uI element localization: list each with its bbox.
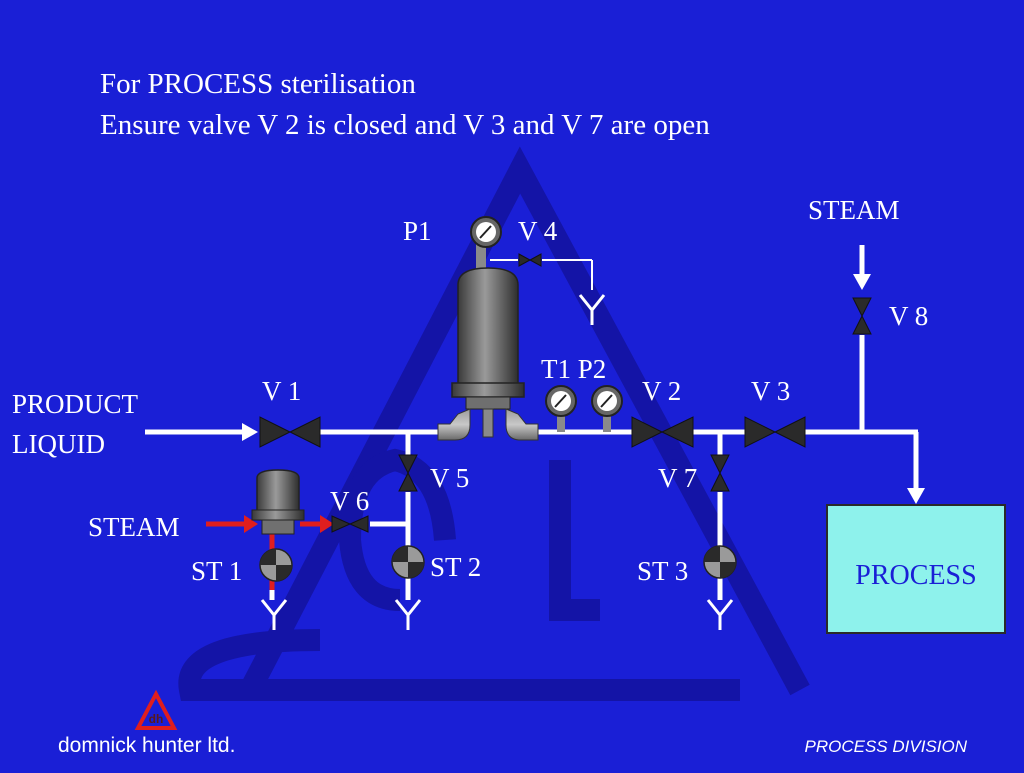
steam-trap-st2-icon xyxy=(391,545,425,579)
valve-v8-icon xyxy=(852,297,872,335)
flow-arrows xyxy=(145,274,925,590)
filter-housing-steam xyxy=(251,469,305,535)
valves-horizontal xyxy=(259,253,806,533)
label-steam-left: STEAM xyxy=(88,512,180,542)
watermark-logo xyxy=(178,146,810,701)
valve-v2-icon xyxy=(631,416,694,448)
label-st2: ST 2 xyxy=(430,552,482,582)
steam-left-arrow xyxy=(244,515,258,533)
label-v3: V 3 xyxy=(751,376,791,406)
company-name: domnick hunter ltd. xyxy=(58,734,236,757)
title-line-1: For PROCESS sterilisation xyxy=(100,68,416,100)
label-p1: P1 xyxy=(403,216,432,246)
pressure-gauge-p2-icon xyxy=(591,385,623,432)
label-steam-top: STEAM xyxy=(808,195,900,225)
valve-v3-icon xyxy=(744,416,806,448)
process-label: PROCESS xyxy=(855,560,977,591)
steam-traps xyxy=(259,545,737,582)
valve-v4-icon xyxy=(518,253,542,267)
label-v4: V 4 xyxy=(518,216,558,246)
pressure-gauge-p1-icon xyxy=(470,216,502,248)
label-v5: V 5 xyxy=(430,463,470,493)
title-line-2: Ensure valve V 2 is closed and V 3 and V… xyxy=(100,109,710,141)
steam-trap-st1-icon xyxy=(259,548,293,582)
label-t1-p2: T1 P2 xyxy=(541,354,607,384)
label-product: PRODUCT xyxy=(12,389,139,419)
label-liquid: LIQUID xyxy=(12,429,105,459)
valve-v7-icon xyxy=(710,454,730,492)
gauges xyxy=(470,216,623,432)
filter-housing-main xyxy=(437,240,539,441)
drain-symbols xyxy=(260,294,734,630)
svg-text:dh: dh xyxy=(149,712,164,726)
label-v7: V 7 xyxy=(658,463,698,493)
label-v8: V 8 xyxy=(889,301,929,331)
steam-top-arrow xyxy=(853,274,871,290)
product-inlet-arrow xyxy=(242,423,258,441)
steam-trap-st3-icon xyxy=(703,545,737,579)
division-name: PROCESS DIVISION xyxy=(804,737,967,756)
valves-vertical xyxy=(398,297,872,492)
valve-v5-icon xyxy=(398,454,418,492)
temperature-gauge-t1-icon xyxy=(545,385,577,432)
process-box xyxy=(826,504,1006,634)
valve-v6-icon xyxy=(331,515,369,533)
label-v6: V 6 xyxy=(330,486,370,516)
process-arrow xyxy=(907,488,925,504)
pipework xyxy=(269,245,919,600)
label-v1: V 1 xyxy=(262,376,302,406)
valve-v1-icon xyxy=(259,416,321,448)
label-st1: ST 1 xyxy=(191,556,243,586)
label-st3: ST 3 xyxy=(637,556,689,586)
company-logo-icon: dh xyxy=(134,689,178,730)
label-v2: V 2 xyxy=(642,376,682,406)
